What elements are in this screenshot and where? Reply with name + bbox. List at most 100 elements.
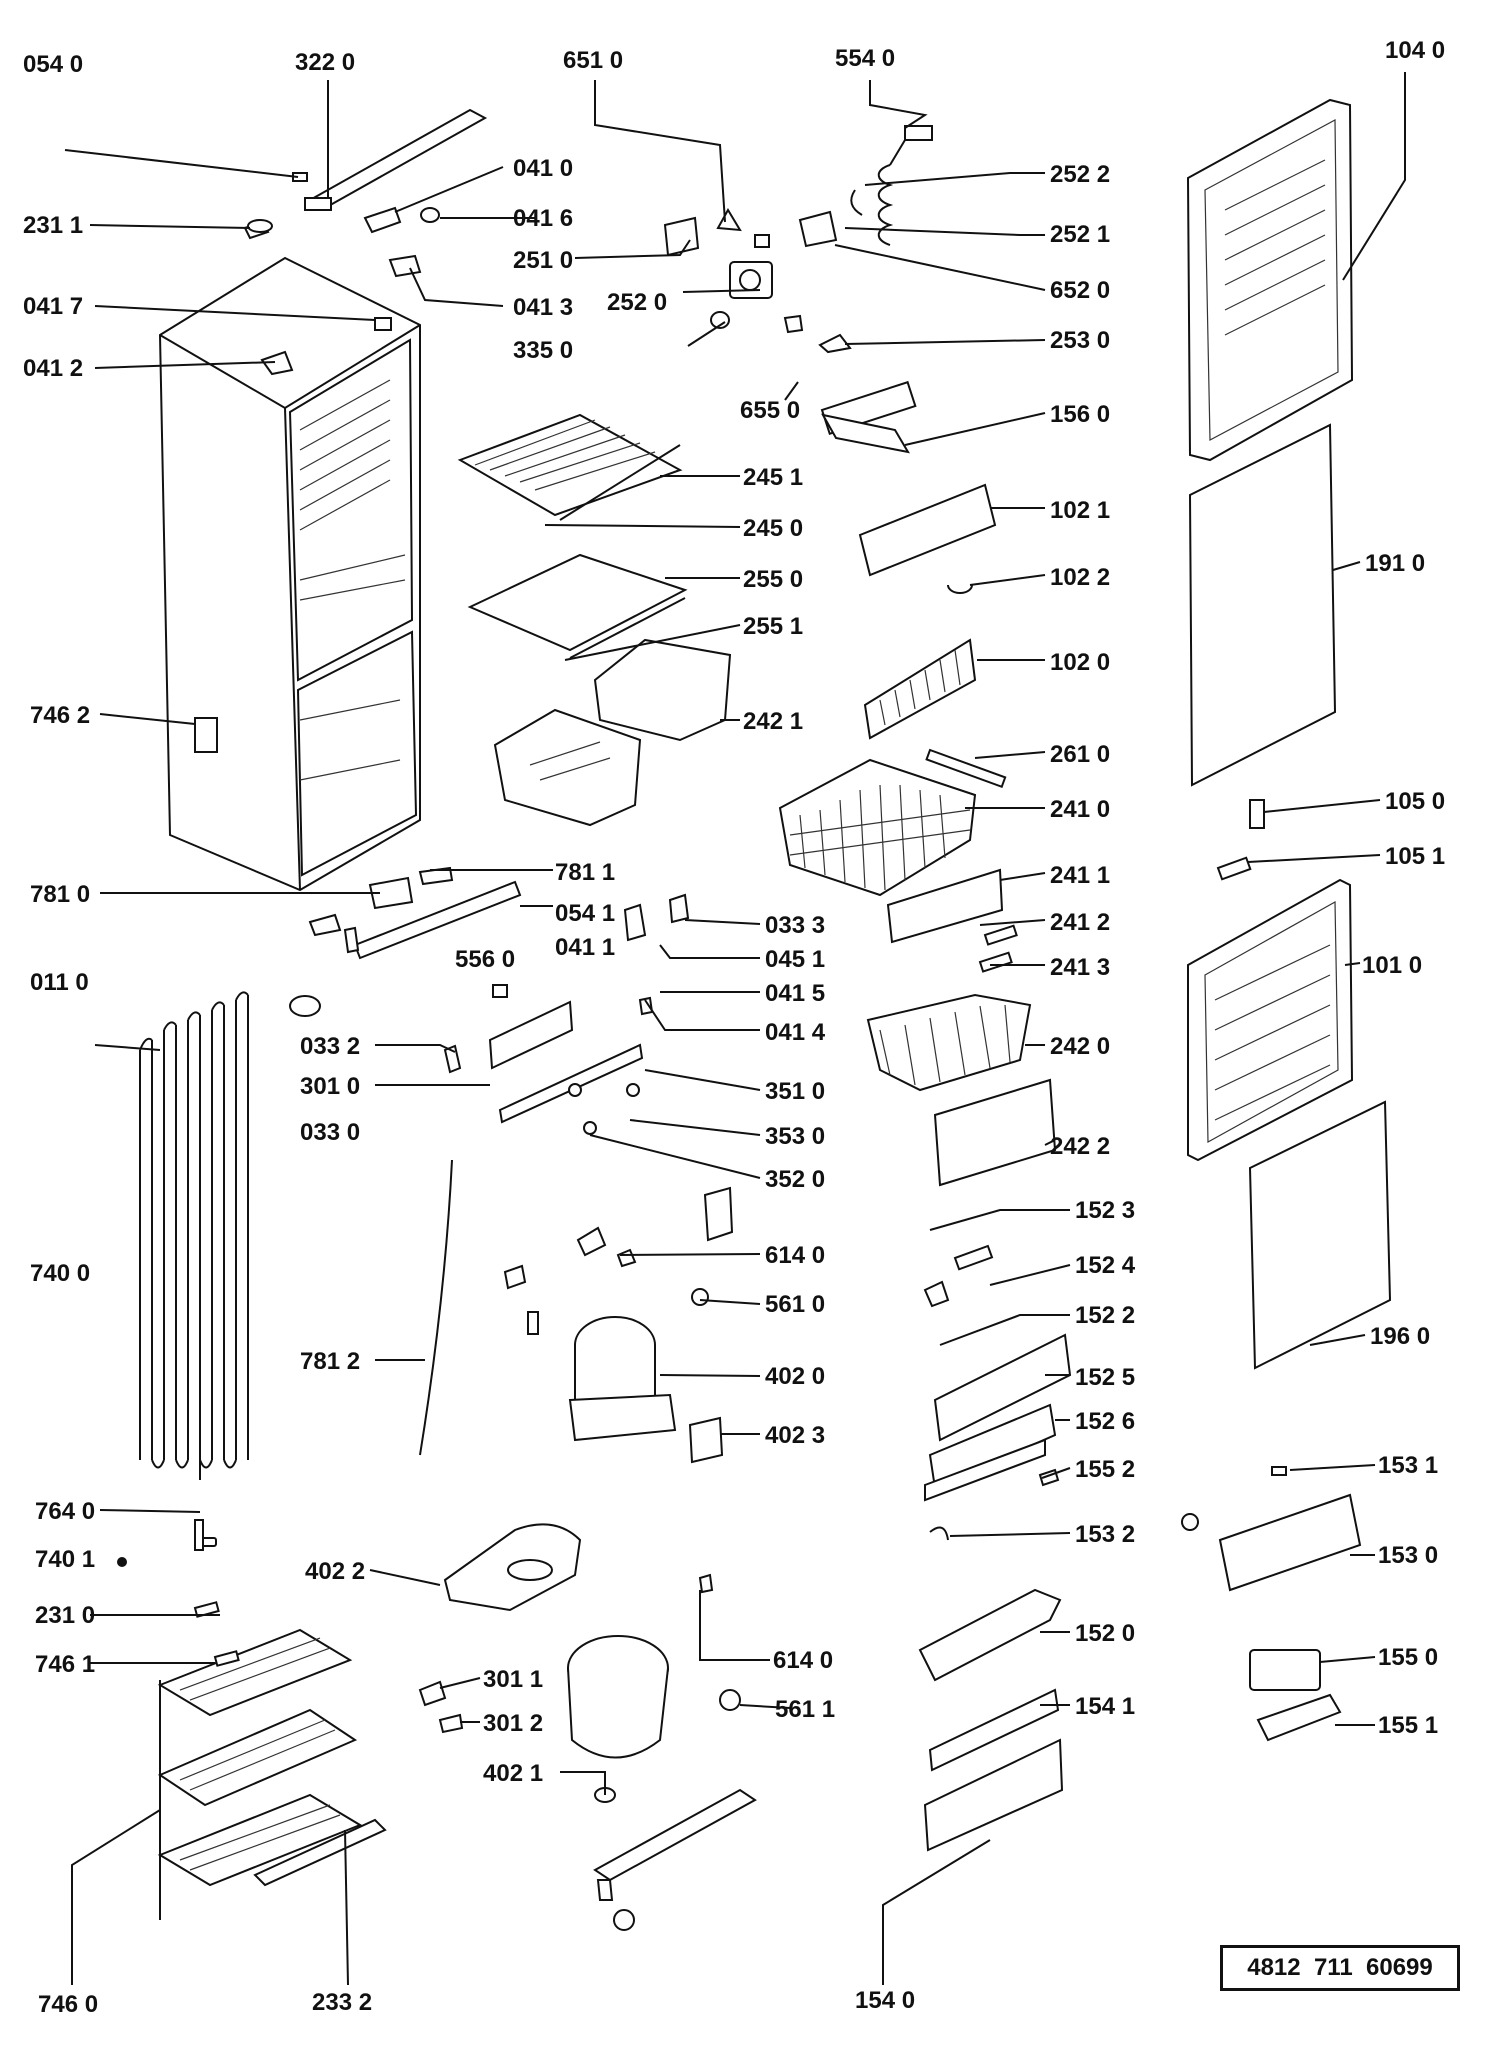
part-label-033-2: 033 2: [300, 1033, 360, 1060]
part-label-781-0: 781 0: [30, 881, 90, 908]
part-label-102-1: 102 1: [1050, 497, 1110, 524]
part-label-054-1: 054 1: [555, 900, 615, 927]
part-label-102-2: 102 2: [1050, 564, 1110, 591]
part-label-241-0: 241 0: [1050, 796, 1110, 823]
lower-door-gasket: [1248, 1100, 1392, 1370]
part-label-105-0: 105 0: [1385, 788, 1445, 815]
side-door-bins: [1181, 1466, 1362, 1742]
part-label-033-0: 033 0: [300, 1119, 360, 1146]
top-bracket-parts: [243, 108, 488, 376]
part-label-152-2: 152 2: [1075, 1302, 1135, 1329]
part-label-153-1: 153 1: [1378, 1452, 1438, 1479]
part-label-781-1: 781 1: [555, 859, 615, 886]
part-label-101-0: 101 0: [1362, 952, 1422, 979]
upper-door-gasket: [1188, 423, 1337, 787]
part-label-155-0: 155 0: [1378, 1644, 1438, 1671]
part-label-245-1: 245 1: [743, 464, 803, 491]
part-label-041-6: 041 6: [513, 205, 573, 232]
part-label-255-1: 255 1: [743, 613, 803, 640]
part-label-033-3: 033 3: [765, 912, 825, 939]
part-label-041-0: 041 0: [513, 155, 573, 182]
part-label-152-4: 152 4: [1075, 1252, 1136, 1279]
ice-tray: [821, 413, 910, 454]
part-label-153-0: 153 0: [1378, 1542, 1438, 1569]
part-label-740-0: 740 0: [30, 1260, 90, 1287]
part-label-556-0: 556 0: [455, 946, 515, 973]
heater-tube: [419, 1159, 453, 1456]
part-label-252-1: 252 1: [1050, 221, 1110, 248]
part-label-104-0: 104 0: [1385, 37, 1445, 64]
part-label-242-2: 242 2: [1050, 1133, 1110, 1160]
part-label-231-0: 231 0: [35, 1602, 95, 1629]
compressor-lower: [418, 1573, 757, 1931]
part-label-105-1: 105 1: [1385, 843, 1445, 870]
freezer-lower-door: [1187, 878, 1354, 1162]
part-label-322-0: 322 0: [295, 49, 355, 76]
wire-shelf: [457, 413, 683, 521]
part-label-045-1: 045 1: [765, 946, 825, 973]
leader-lines: [64, 72, 1406, 1986]
part-label-102-0: 102 0: [1050, 649, 1110, 676]
compressor-tray: [443, 1523, 582, 1612]
part-label-041-1: 041 1: [555, 934, 615, 961]
part-label-781-2: 781 2: [300, 1348, 360, 1375]
crisper-drawers: [493, 638, 732, 827]
part-label-152-0: 152 0: [1075, 1620, 1135, 1647]
part-label-651-0: 651 0: [563, 47, 623, 74]
part-label-746-2: 746 2: [30, 702, 90, 729]
part-label-011-0: 011 0: [30, 969, 89, 996]
part-label-253-0: 253 0: [1050, 327, 1110, 354]
document-number: 4812 711 60699: [1247, 1954, 1433, 1981]
door-bins: [918, 1244, 1072, 1852]
compressor-assembly: [503, 1186, 734, 1464]
part-label-154-0: 154 0: [855, 1987, 915, 2014]
part-label-746-1: 746 1: [35, 1651, 95, 1678]
part-label-353-0: 353 0: [765, 1123, 825, 1150]
part-label-241-1: 241 1: [1050, 862, 1110, 889]
part-label-255-0: 255 0: [743, 566, 803, 593]
part-label-242-0: 242 0: [1050, 1033, 1110, 1060]
part-label-041-4: 041 4: [765, 1019, 826, 1046]
part-label-241-3: 241 3: [1050, 954, 1110, 981]
part-label-191-0: 191 0: [1365, 550, 1425, 577]
part-label-153-2: 153 2: [1075, 1521, 1135, 1548]
hinge-parts: [1216, 799, 1265, 881]
part-label-335-0: 335 0: [513, 337, 573, 364]
part-label-196-0: 196 0: [1370, 1323, 1430, 1350]
condenser-coil: [139, 991, 249, 1480]
part-label-231-1: 231 1: [23, 212, 83, 239]
part-label-252-0: 252 0: [607, 289, 667, 316]
part-label-652-0: 652 0: [1050, 277, 1110, 304]
part-label-251-0: 251 0: [513, 247, 573, 274]
part-label-155-1: 155 1: [1378, 1712, 1438, 1739]
part-label-054-0: 054 0: [23, 51, 83, 78]
part-drawings: [117, 98, 1392, 1931]
part-label-242-1: 242 1: [743, 708, 803, 735]
part-label-614-0-lower: 614 0: [773, 1647, 833, 1674]
part-label-152-3: 152 3: [1075, 1197, 1135, 1224]
mid-brackets: [289, 866, 690, 1135]
part-label-152-6: 152 6: [1075, 1408, 1135, 1435]
part-label-351-0: 351 0: [765, 1078, 825, 1105]
part-label-554-0: 554 0: [835, 45, 895, 72]
divider-plate: [858, 483, 1007, 789]
part-label-352-0: 352 0: [765, 1166, 825, 1193]
part-label-614-0: 614 0: [765, 1242, 825, 1269]
part-label-402-3: 402 3: [765, 1422, 825, 1449]
cabinet-body: [158, 256, 421, 892]
part-label-154-1: 154 1: [1075, 1693, 1135, 1720]
part-label-301-2: 301 2: [483, 1710, 543, 1737]
part-label-241-2: 241 2: [1050, 909, 1110, 936]
base-evaporator-coils: [117, 1519, 387, 1920]
glass-shelf: [467, 553, 688, 659]
part-label-301-0: 301 0: [300, 1073, 360, 1100]
part-label-402-0: 402 0: [765, 1363, 825, 1390]
part-label-041-7: 041 7: [23, 293, 83, 320]
part-label-041-3: 041 3: [513, 294, 573, 321]
part-label-402-2: 402 2: [305, 1558, 365, 1585]
part-label-245-0: 245 0: [743, 515, 803, 542]
part-label-261-0: 261 0: [1050, 741, 1110, 768]
part-label-252-2: 252 2: [1050, 161, 1110, 188]
part-label-156-0: 156 0: [1050, 401, 1110, 428]
